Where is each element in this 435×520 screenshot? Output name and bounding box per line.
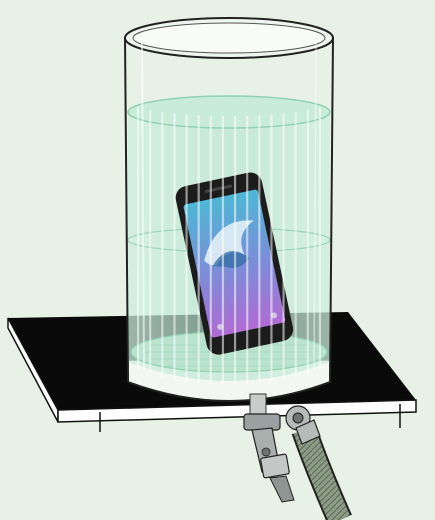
water-test-illustration — [0, 0, 435, 520]
illustration-stage — [0, 0, 435, 520]
